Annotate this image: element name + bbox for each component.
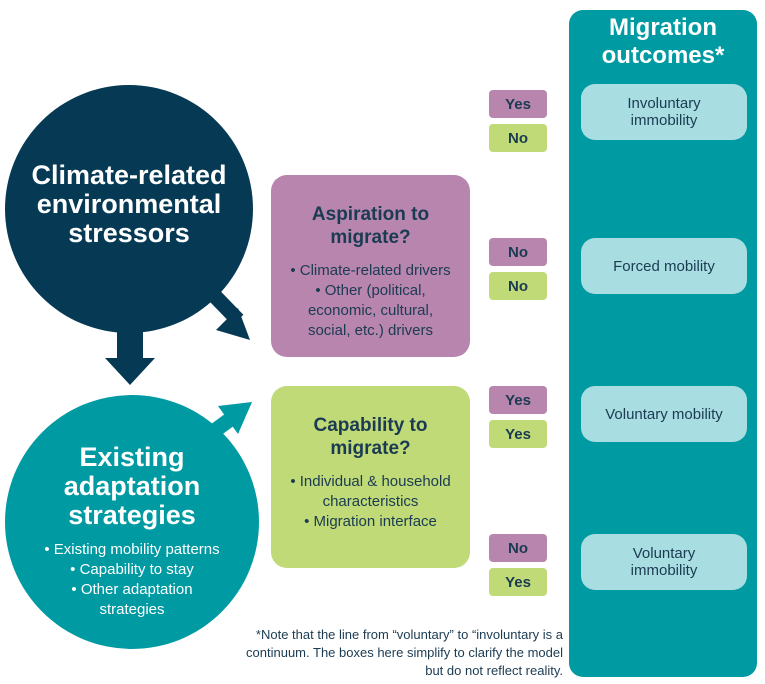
footnote: *Note that the line from “voluntary” to …	[246, 627, 563, 678]
capability-question: Capability to migrate?	[313, 415, 428, 459]
capability-answer-pill: Yes	[489, 568, 547, 596]
aspiration-box: Aspiration to migrate? • Climate-related…	[271, 175, 470, 357]
outcome-box: Involuntary immobility	[581, 84, 747, 140]
adaptation-list: • Existing mobility patterns • Capabilit…	[30, 540, 235, 620]
down-arrow	[105, 330, 155, 385]
stressor-title: Climate-related environmental stressors	[31, 159, 227, 248]
outcome-label: Voluntary immobility	[630, 545, 698, 579]
capability-answer-pill: Yes	[489, 420, 547, 448]
outcome-box: Forced mobility	[581, 238, 747, 294]
aspiration-answer-pill: Yes	[489, 386, 547, 414]
outcome-box: Voluntary immobility	[581, 534, 747, 590]
capability-list: • Individual & household characteristics…	[271, 472, 470, 532]
adaptation-item: • Capability to stay	[70, 561, 194, 578]
capability-item: • Migration interface	[304, 513, 437, 530]
capability-answer-pill: No	[489, 124, 547, 152]
outcomes-title: Migration outcomes*	[601, 14, 725, 69]
adaptation-item: • Existing mobility patterns	[44, 541, 220, 558]
outcome-label: Forced mobility	[613, 257, 715, 275]
outcome-box: Voluntary mobility	[581, 386, 747, 442]
adaptation-title: Existing adaptation strategies	[63, 442, 201, 530]
adaptation-circle: Existing adaptation strategies • Existin…	[5, 395, 259, 649]
capability-answer-pill: No	[489, 272, 547, 300]
outcome-label: Voluntary mobility	[605, 405, 723, 423]
aspiration-question: Aspiration to migrate?	[311, 204, 430, 248]
adaptation-item: • Other adaptation strategies	[71, 581, 193, 618]
aspiration-list: • Climate-related drivers • Other (polit…	[271, 261, 470, 341]
aspiration-answer-pill: No	[489, 238, 547, 266]
capability-box: Capability to migrate? • Individual & ho…	[271, 386, 470, 568]
aspiration-item: • Climate-related drivers	[290, 262, 451, 279]
stressor-circle: Climate-related environmental stressors	[5, 85, 253, 333]
aspiration-item: • Other (political, economic, cultural, …	[307, 282, 434, 339]
outcome-label: Involuntary immobility	[627, 95, 701, 129]
aspiration-answer-pill: No	[489, 534, 547, 562]
capability-item: • Individual & household characteristics	[290, 473, 451, 510]
aspiration-answer-pill: Yes	[489, 90, 547, 118]
